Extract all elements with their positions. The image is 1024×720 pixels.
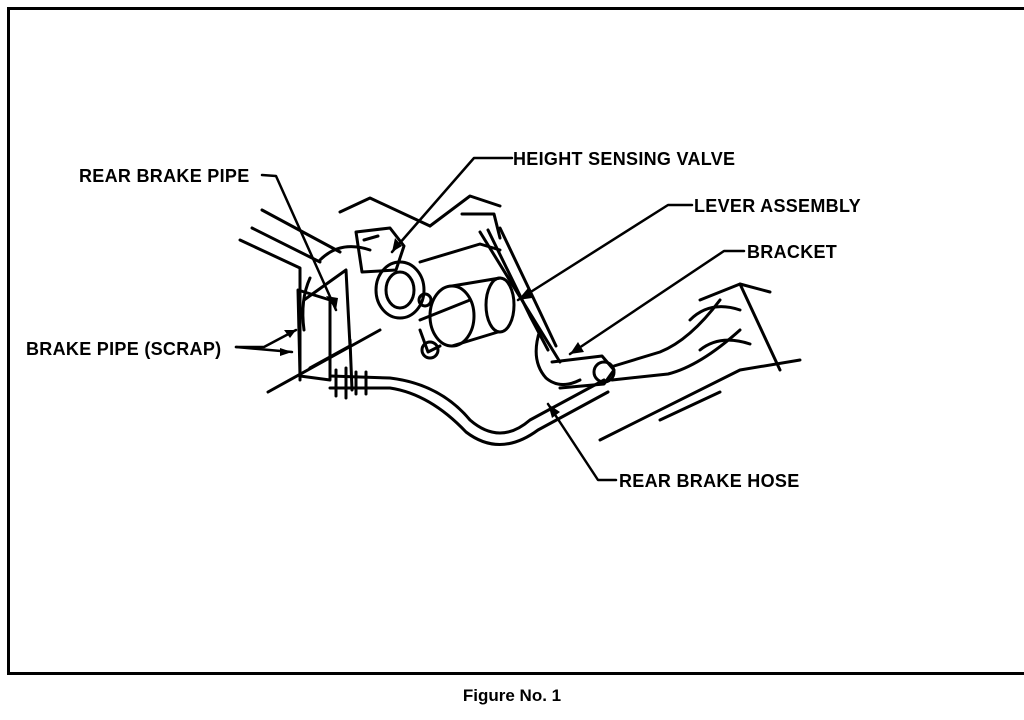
rear-brake-hose-shape [328,366,610,446]
leader-arrowheads [280,238,584,418]
label-height-sensing-valve: HEIGHT SENSING VALVE [513,149,736,169]
mounting-bracket-left [296,245,372,392]
label-rear-brake-pipe: REAR BRAKE PIPE [79,166,250,186]
figure-frame [7,7,1024,675]
height-sensing-valve-shape [354,226,502,322]
lever-arm [460,212,582,386]
vehicle-frame-rails [238,194,802,442]
label-brake-pipe-scrap: BRAKE PIPE (SCRAP) [26,339,222,359]
hose-bracket [550,298,752,390]
valve-cylinder [417,276,516,360]
leader-lines [234,156,746,482]
label-rear-brake-hose: REAR BRAKE HOSE [619,471,800,491]
label-lever-assembly: LEVER ASSEMBLY [694,196,861,216]
figure-caption: Figure No. 1 [462,686,562,705]
label-bracket: BRACKET [747,242,838,262]
